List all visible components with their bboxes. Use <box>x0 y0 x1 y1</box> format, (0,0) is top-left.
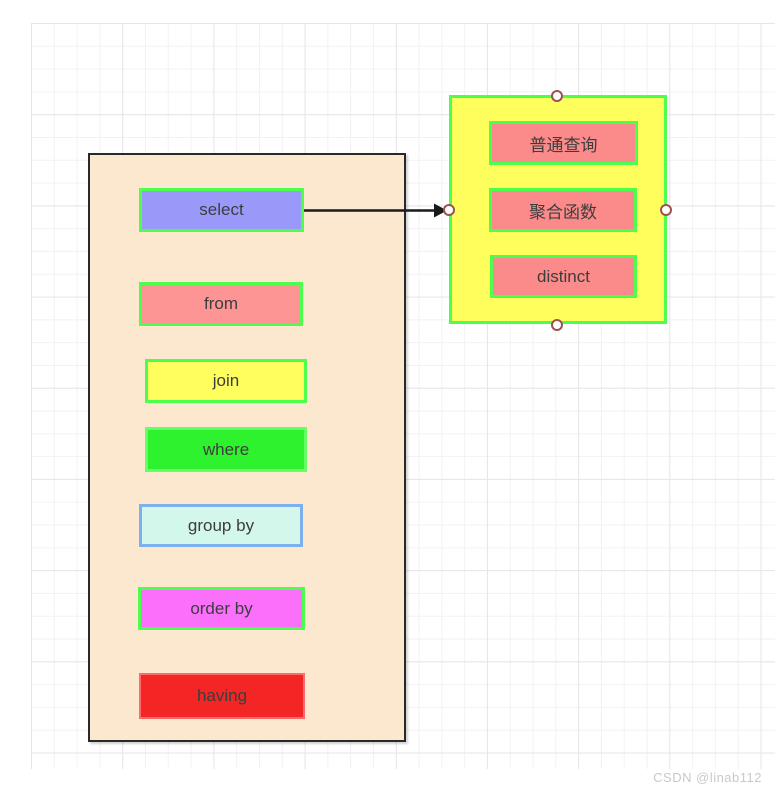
node-distinct[interactable]: distinct <box>490 255 637 298</box>
node-having-label: having <box>196 686 248 705</box>
node-normal-query[interactable]: 普通查询 <box>489 121 638 165</box>
node-group-by-label: group by <box>187 515 255 535</box>
node-join[interactable]: join <box>145 359 307 403</box>
connection-handle-top[interactable] <box>551 90 563 102</box>
node-having[interactable]: having <box>139 673 305 719</box>
watermark: CSDN @linab112 <box>653 770 762 785</box>
node-select-label: select <box>199 200 244 219</box>
connection-handle-right[interactable] <box>660 204 672 216</box>
node-join-label: join <box>212 371 240 390</box>
node-select[interactable]: select <box>139 188 304 232</box>
connection-handle-bottom[interactable] <box>551 319 563 331</box>
node-group-by[interactable]: group by <box>139 504 303 547</box>
node-where-label: where <box>202 439 250 459</box>
node-distinct-label: distinct <box>537 266 590 286</box>
select-options-panel[interactable]: 普通查询 聚合函数 distinct <box>449 95 667 324</box>
node-order-by-label: order by <box>190 598 253 618</box>
node-aggregate-function[interactable]: 聚合函数 <box>489 188 637 232</box>
node-from-label: from <box>204 294 238 313</box>
node-order-by[interactable]: order by <box>138 587 305 630</box>
node-normal-query-label: 普通查询 <box>529 135 598 155</box>
node-aggregate-function-label: 聚合函数 <box>529 202 597 222</box>
node-from[interactable]: from <box>139 282 303 326</box>
node-where[interactable]: where <box>145 427 307 472</box>
connection-handle-left[interactable] <box>443 204 455 216</box>
